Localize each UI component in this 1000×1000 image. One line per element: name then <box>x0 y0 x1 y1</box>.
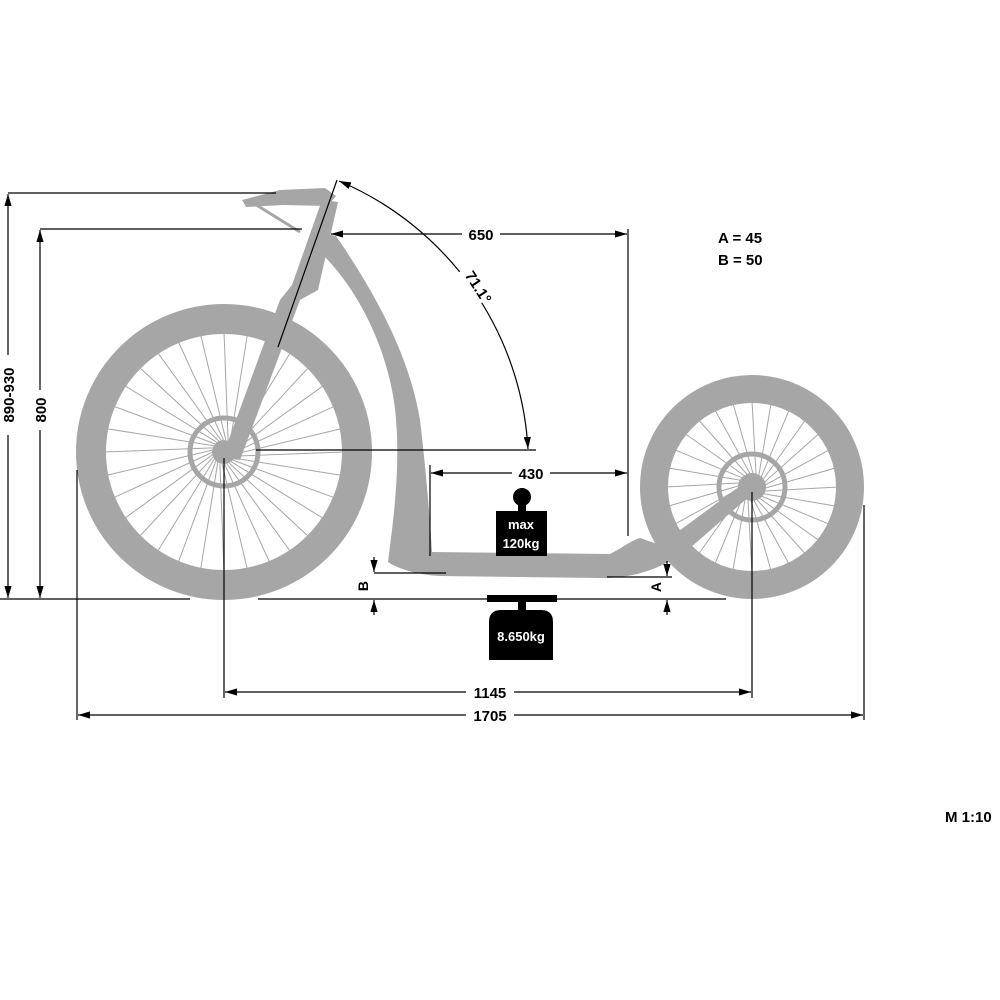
spoke <box>223 331 229 441</box>
spoke <box>763 449 830 487</box>
spoke <box>755 498 806 555</box>
legend-b: B = 50 <box>718 252 763 269</box>
max-load-weight-icon: max 120kg <box>496 488 547 556</box>
legend-a: A = 45 <box>718 230 762 247</box>
spoke <box>177 340 224 441</box>
spoke <box>698 419 749 476</box>
spoke <box>235 428 342 455</box>
spoke <box>757 496 820 542</box>
dim-wheelbase-label: 1145 <box>474 685 507 702</box>
spoke <box>763 486 839 492</box>
spoke <box>235 405 336 452</box>
spoke <box>684 432 747 478</box>
spoke <box>219 463 225 573</box>
steering-axis <box>277 179 338 348</box>
scooter-weight-icon: 8.650kg <box>487 595 557 660</box>
dim-overall-length: 1705 <box>76 470 865 725</box>
dim-deck-length-label: 430 <box>518 466 543 483</box>
spoke <box>232 459 336 499</box>
spoke <box>235 451 345 457</box>
spoke <box>112 452 213 499</box>
spoke <box>235 384 325 450</box>
spoke <box>228 462 310 538</box>
dim-overall-length-label: 1705 <box>473 708 506 725</box>
spoke <box>138 456 214 538</box>
spoke <box>732 496 746 571</box>
spoke <box>758 403 772 478</box>
spoke <box>665 482 741 488</box>
spoke <box>668 467 743 481</box>
dim-clearance-a: A <box>607 561 672 615</box>
scooter-weight-label: 8.650kg <box>497 629 545 644</box>
spoke <box>674 449 744 479</box>
spoke <box>200 334 227 441</box>
scooter-frame <box>222 188 752 578</box>
max-load-line1: max <box>508 517 535 532</box>
spoke <box>747 498 753 574</box>
spoke <box>138 366 220 442</box>
spoke <box>123 384 218 443</box>
spoke <box>751 400 757 476</box>
spoke <box>123 454 213 520</box>
spoke <box>156 351 222 441</box>
spoke <box>229 334 248 442</box>
spoke <box>156 458 215 553</box>
spoke <box>763 433 820 484</box>
scale-label: M 1:10 <box>945 809 992 826</box>
spoke <box>106 428 214 447</box>
spoke <box>732 403 754 476</box>
dim-head-angle: 71.1° <box>256 180 536 451</box>
spoke <box>224 463 271 564</box>
spoke <box>714 495 744 565</box>
dim-reach-label: 650 <box>468 227 493 244</box>
spoke <box>750 498 772 571</box>
dim-wheelbase: 1145 <box>223 458 753 702</box>
spoke <box>714 409 752 476</box>
spoke <box>226 463 292 553</box>
spoke <box>761 419 807 482</box>
spoke <box>760 409 790 479</box>
dim-clearance-a-label: A <box>648 582 664 592</box>
spoke <box>668 485 741 507</box>
spoke <box>761 493 836 507</box>
spoke <box>752 498 790 565</box>
max-load-line2: 120kg <box>503 536 540 551</box>
spoke <box>106 449 213 476</box>
spoke <box>177 460 217 564</box>
spoke <box>230 461 325 520</box>
dim-clearance-b-label: B <box>355 581 371 591</box>
spoke <box>112 405 216 445</box>
spoke <box>763 467 836 489</box>
spoke <box>200 462 219 570</box>
dim-handlebar-height-label: 890-930 <box>1 367 18 422</box>
dim-deck-length: 430 <box>429 464 627 556</box>
spoke <box>103 447 213 453</box>
spoke <box>234 457 342 476</box>
dim-headtube-height-label: 800 <box>33 397 50 422</box>
spoke <box>760 495 830 525</box>
spoke <box>221 463 248 570</box>
dim-clearance-b: B <box>355 557 446 615</box>
dim-headtube-height: 800 <box>31 228 302 598</box>
